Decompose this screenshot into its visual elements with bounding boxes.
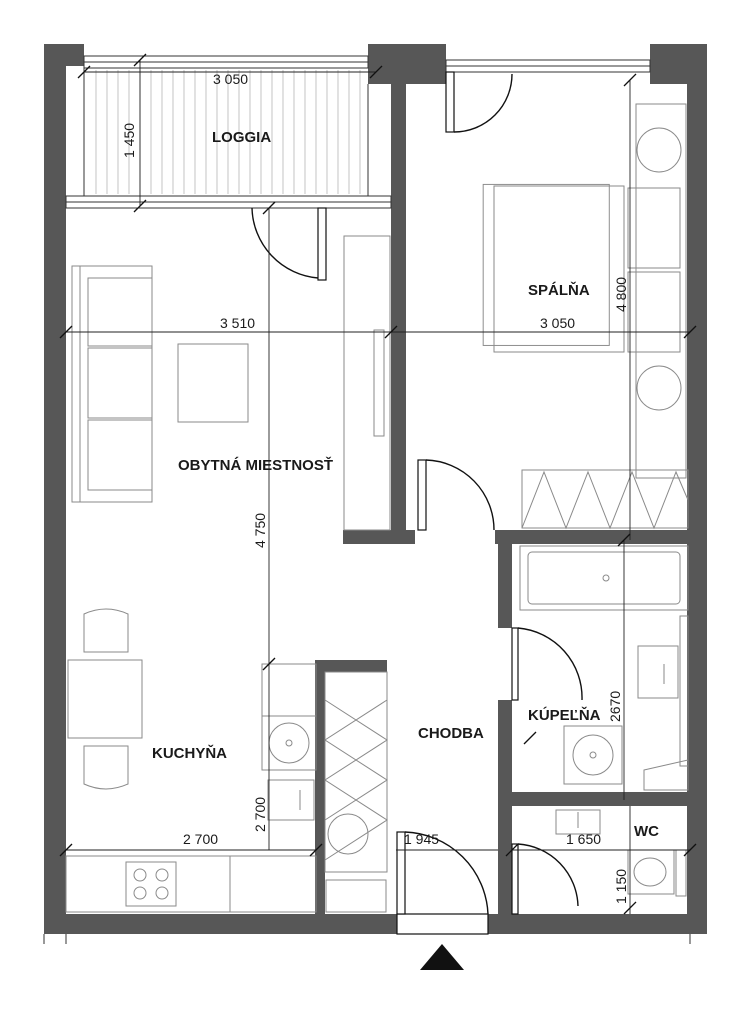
dim-bathroom-depth: 2670	[607, 691, 623, 722]
entrance-arrow-icon	[420, 944, 464, 970]
dim-living-width: 3 510	[220, 315, 255, 331]
room-label-hall: CHODBA	[418, 725, 484, 742]
bedroom-window	[445, 59, 651, 73]
kitchen-counter	[65, 663, 317, 913]
dim-wc-depth: 1 150	[613, 869, 629, 904]
room-label-bedroom: SPÁLŇA	[528, 281, 590, 299]
doors	[251, 71, 583, 935]
bathtub	[519, 545, 689, 611]
dimension-lines	[59, 53, 697, 915]
living-wardrobe	[343, 235, 391, 531]
dim-bedroom-width: 3 050	[540, 315, 575, 331]
dim-loggia-depth: 1 450	[121, 123, 137, 158]
room-label-wc: WC	[634, 823, 659, 840]
loggia-area	[65, 55, 392, 209]
room-label-loggia: LOGGIA	[212, 129, 271, 146]
dim-living-depth: 4 750	[252, 513, 268, 548]
dining-set	[67, 608, 143, 790]
room-label-living: OBYTNÁ MIESTNOSŤ	[178, 456, 333, 474]
dim-kitchen-depth: 2 700	[252, 797, 268, 832]
living-sofa	[71, 265, 153, 503]
bedroom-wardrobe	[521, 469, 689, 530]
bathroom-sink	[563, 615, 689, 791]
walls	[44, 44, 707, 934]
dim-loggia-width: 3 050	[213, 71, 248, 87]
dim-wc-width: 1 650	[566, 831, 601, 847]
dim-hall-width: 1 945	[404, 831, 439, 847]
bed	[482, 103, 687, 479]
coffee-table	[177, 343, 249, 423]
dim-bedroom-depth: 4 800	[613, 277, 629, 312]
entrance-marker	[43, 934, 691, 1000]
dim-kitchen-width: 2 700	[183, 831, 218, 847]
room-label-kitchen: KUCHYŇA	[152, 744, 227, 762]
room-label-bathroom: KÚPEĽŇA	[528, 706, 601, 724]
hall-wardrobe	[324, 671, 388, 913]
